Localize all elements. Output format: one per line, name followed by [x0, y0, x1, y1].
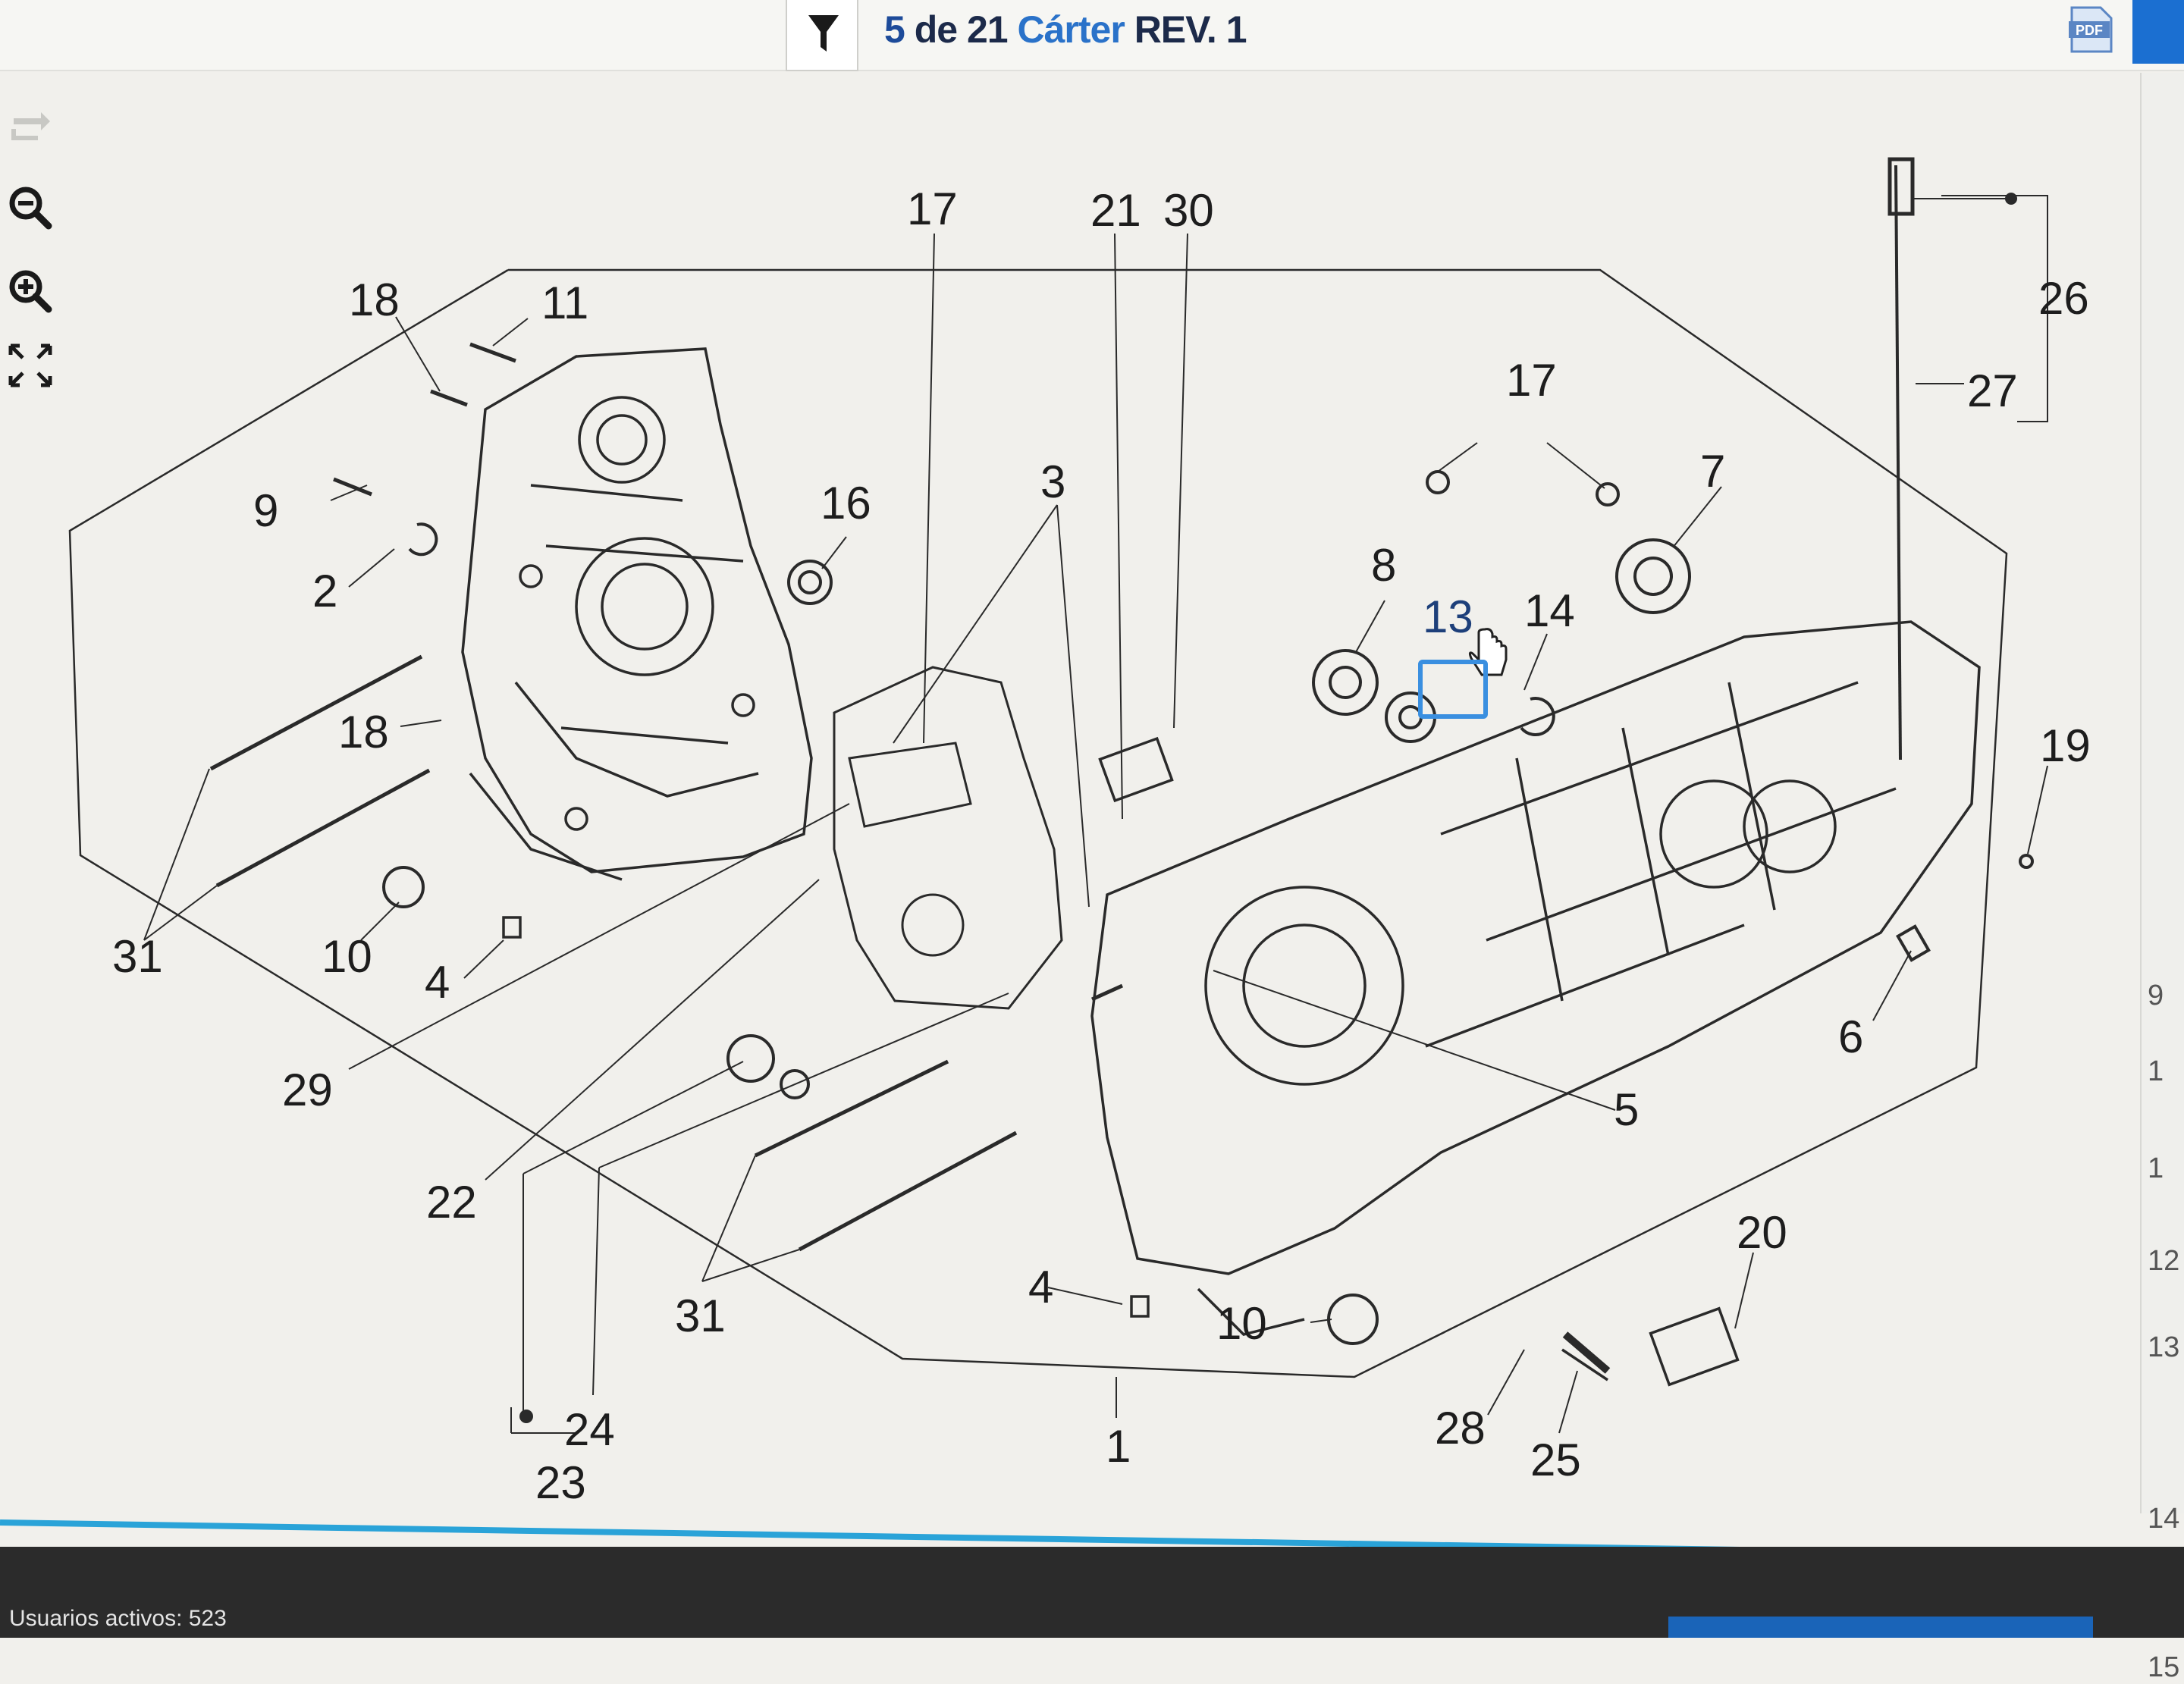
callout-22: 22 — [426, 1177, 477, 1228]
zoom-out-icon — [9, 187, 52, 230]
fit-screen-icon — [8, 343, 52, 387]
selected-callout-highlight[interactable] — [1418, 660, 1488, 719]
callout-16: 18 — [338, 707, 389, 757]
callout-2: 2 — [312, 566, 337, 616]
filter-icon — [808, 15, 839, 52]
page-count: de 21 — [914, 8, 1009, 51]
revision-label: REV. 1 — [1134, 8, 1247, 51]
callout-19: 19 — [2040, 720, 2091, 771]
callout-3: 3 — [1040, 456, 1065, 507]
accent-block — [2132, 0, 2184, 64]
pdf-button[interactable]: PDF — [2067, 5, 2116, 55]
left-crankcase-half — [461, 347, 813, 881]
callout-28: 28 — [1435, 1403, 1486, 1454]
gasket-plate — [833, 666, 1063, 1010]
callout-25: 25 — [1530, 1435, 1581, 1485]
filter-button[interactable] — [786, 0, 858, 71]
callout-27: 27 — [1967, 365, 2018, 416]
callout-15: 17 — [1506, 355, 1557, 406]
list-row-number[interactable]: 12 — [2148, 1245, 2180, 1277]
page-title: 5 de 21 Cárter REV. 1 — [884, 8, 1247, 52]
zoom-in-icon — [9, 270, 52, 313]
section-link[interactable]: Cárter — [1017, 8, 1125, 51]
top-bar: 5 de 21 Cárter REV. 1 PDF — [0, 0, 2184, 71]
right-crankcase-half — [1090, 620, 1981, 1336]
page-number: 5 — [884, 8, 905, 51]
list-row-number[interactable]: 1 — [2148, 1055, 2164, 1087]
callout-4-left: 4 — [425, 957, 450, 1008]
callout-10-center: 10 — [1216, 1298, 1267, 1349]
status-accent — [1668, 1617, 2093, 1638]
active-users-count: Usuarios activos: 523 — [9, 1606, 227, 1631]
exploded-parts-diagram[interactable]: 17 21 30 18 11 9 2 16 3 17 7 8 14 18 19 … — [0, 73, 2138, 1508]
pdf-icon: PDF — [2069, 6, 2113, 53]
list-row-number[interactable]: 9 — [2148, 980, 2164, 1011]
zoom-in-button[interactable] — [5, 265, 56, 317]
callout-24: 24 — [564, 1404, 615, 1455]
callout-10-left: 10 — [322, 931, 372, 982]
callout-13-selected: 13 — [1423, 591, 1473, 642]
callout-29: 29 — [282, 1065, 333, 1115]
callout-18: 18 — [349, 274, 400, 325]
fit-screen-button[interactable] — [5, 340, 56, 391]
callout-23: 23 — [535, 1457, 586, 1506]
crankcase-drawing: 17 21 30 18 11 9 2 16 3 17 7 8 14 18 19 … — [68, 157, 2091, 1508]
callout-11: 11 — [541, 278, 588, 328]
list-row-number[interactable]: 1 — [2148, 1152, 2164, 1184]
list-row-number[interactable]: 13 — [2148, 1331, 2180, 1363]
callout-17: 17 — [907, 183, 958, 234]
callout-4-center: 4 — [1028, 1262, 1053, 1312]
callout-1: 1 — [1106, 1421, 1131, 1472]
callout-labels: 17 21 30 18 11 9 2 16 3 17 7 8 14 18 19 … — [112, 183, 2091, 1508]
list-row-number[interactable]: 14 — [2148, 1503, 2180, 1535]
callout-30: 30 — [1163, 185, 1214, 236]
rotate-icon — [11, 112, 50, 140]
parts-list-panel: 9 1 1 12 13 14 15 — [2140, 73, 2184, 1683]
rotate-button[interactable] — [5, 99, 56, 150]
zoom-out-button[interactable] — [5, 182, 56, 234]
callout-21: 21 — [1090, 185, 1141, 236]
callout-23-dot — [519, 1410, 533, 1423]
callout-7: 7 — [1700, 446, 1725, 497]
callout-5: 5 — [1614, 1084, 1639, 1135]
callout-12: 14 — [1524, 585, 1575, 636]
leader-lines — [143, 195, 2048, 1434]
bearings-and-seals — [382, 470, 2034, 1345]
callout-8: 8 — [1371, 540, 1396, 591]
callout-31-left: 31 — [112, 931, 163, 982]
callout-9: 9 — [253, 485, 278, 536]
pdf-label: PDF — [2076, 23, 2103, 38]
callout-14: 16 — [821, 478, 871, 528]
list-row-number[interactable]: 15 — [2148, 1651, 2180, 1683]
misc-parts — [502, 736, 1740, 1387]
callout-20: 20 — [1737, 1207, 1787, 1258]
callout-31-center: 31 — [675, 1290, 726, 1341]
callout-26: 26 — [2038, 273, 2089, 324]
studs — [209, 157, 1915, 1252]
callout-6: 6 — [1838, 1011, 1863, 1062]
assembly-outline — [68, 268, 2008, 1378]
